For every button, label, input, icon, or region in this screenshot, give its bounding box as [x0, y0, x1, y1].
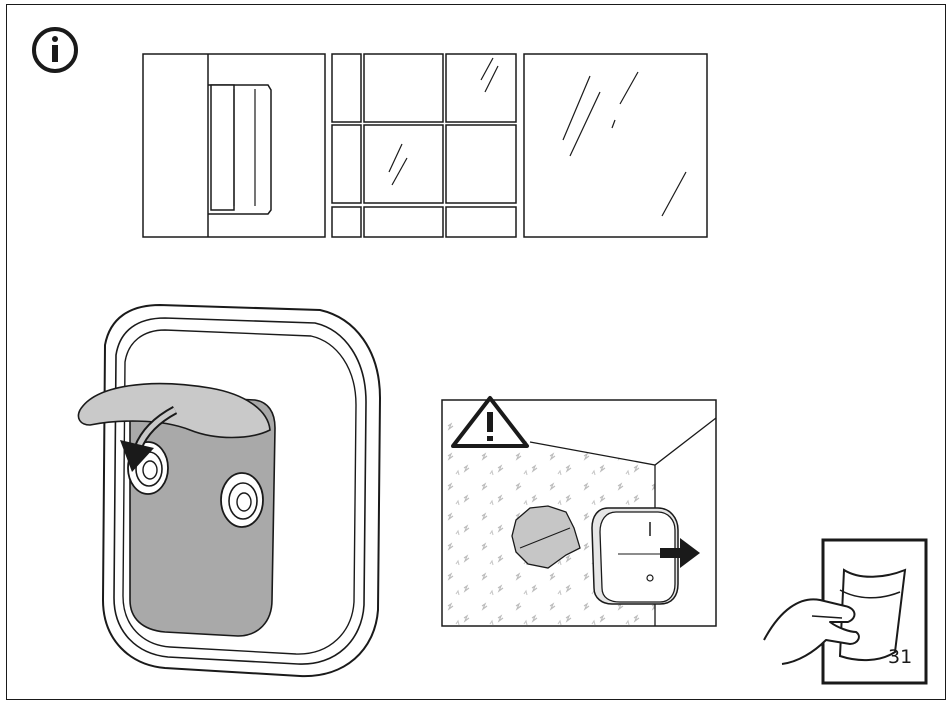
pull-arrow-icon — [660, 538, 700, 568]
info-icon — [32, 27, 78, 73]
remote-back-illustration — [77, 303, 382, 678]
page-number: 31 — [888, 646, 913, 668]
instruction-page — [6, 4, 946, 700]
surface-switch-wall — [142, 53, 326, 238]
remote-control — [591, 507, 679, 605]
mounting-hole-right — [220, 472, 264, 528]
page-turn-hand-icon — [763, 538, 928, 685]
torn-wallpaper — [511, 505, 581, 569]
surface-glass — [523, 53, 708, 238]
surface-tiles — [331, 53, 517, 238]
warning-panel — [441, 396, 717, 627]
peel-arrow-icon — [120, 406, 178, 472]
warning-triangle-icon — [451, 396, 529, 448]
